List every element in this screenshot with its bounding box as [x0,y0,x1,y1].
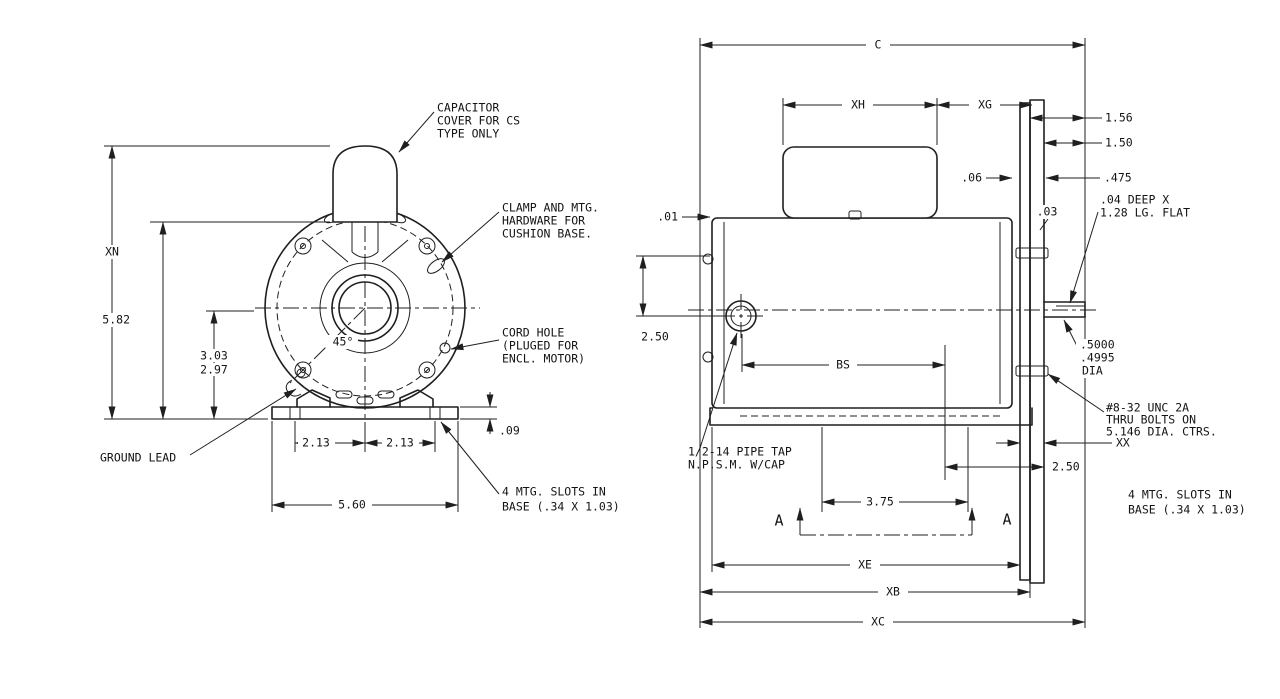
dim-1-56: 1.56 [1105,111,1133,125]
dim-0-03: .03 [1037,205,1058,219]
right-foot [399,389,434,408]
front-view-labels: XN 5.82 3.03 2.97 45° 2.13 2.13 5.60 .09… [90,101,620,514]
callout-thru-bolts-3: 5.146 DIA. CTRS. [1106,425,1217,439]
dim-xg: XG [978,98,992,112]
dim-0-06: .06 [961,171,982,185]
callout-shaft-flat-2: 1.28 LG. FLAT [1100,206,1190,220]
dim-xc: XC [871,615,885,629]
callout-pipe-tap-1: 1/2-14 PIPE TAP [688,445,792,459]
dim-bs: BS [836,358,850,372]
callout-thru-bolts-2: THRU BOLTS ON [1106,413,1196,427]
dim-0-01: .01 [657,210,678,224]
dim-slot-right: 2.13 [386,436,414,450]
dim-0-475: .475 [1104,171,1132,185]
mounting-flange-gasket [1019,102,1031,581]
callout-capacitor-1: CAPACITOR [437,101,499,115]
dim-xn: XN [105,245,119,259]
thru-bolt-lower [1015,365,1049,377]
dim-45-deg: 45° [333,335,354,349]
side-view-labels: C XH XG 1.56 1.50 .06 .475 .01 .03 .04 D… [641,38,1246,629]
callout-side-slots-2: BASE (.34 X 1.03) [1128,503,1246,517]
mounting-flange-plate [1029,99,1045,584]
dim-shaft-dia-2: .4995 [1080,351,1115,365]
dim-c: C [875,38,882,52]
callout-cord-1: CORD HOLE [502,326,564,340]
dim-xx: XX [1116,436,1130,450]
callout-ground-lead: GROUND LEAD [100,451,176,465]
callout-front-slots-1: 4 MTG. SLOTS IN [502,485,606,499]
base-side [709,407,1033,426]
bolt-circle-hidden [276,219,454,397]
capacitor-cover-front [332,145,398,223]
dim-3-75: 3.75 [866,495,894,509]
callout-capacitor-2: COVER FOR CS [437,114,520,128]
callout-cord-2: (PLUGED FOR [502,339,578,353]
thru-bolt-upper [1015,247,1049,259]
callout-pipe-tap-2: N.P.S.M. W/CAP [688,458,785,472]
left-foot [296,389,331,408]
base-plate-front [271,406,459,420]
callout-side-slots-1: 4 MTG. SLOTS IN [1128,488,1232,502]
dim-5-82: 5.82 [102,313,130,327]
dim-2-97: 2.97 [200,363,228,377]
dim-3-03: 3.03 [200,349,228,363]
clamp-hardware [427,258,445,274]
side-view-motor [688,99,1100,584]
dim-shaft-dia-1: .5000 [1080,338,1115,352]
capacitor-cover-side [782,146,938,219]
dim-xh: XH [851,98,865,112]
dim-xb: XB [886,585,900,599]
front-view-motor [255,145,480,436]
dim-2-50-lower: 2.50 [1052,460,1080,474]
dim-1-50: 1.50 [1105,136,1133,150]
callout-capacitor-3: TYPE ONLY [437,127,499,141]
callout-shaft-flat-1: .04 DEEP X [1100,193,1169,207]
dim-shaft-dia-3: DIA [1082,364,1103,378]
shaft-hub [331,274,399,342]
callout-clamp-3: CUSHION BASE. [502,227,592,241]
dim-base-width: 5.60 [338,498,366,512]
cord-hole [439,342,451,354]
dim-base-thickness: .09 [499,424,520,438]
dim-2-50-upper: 2.50 [641,330,669,344]
callout-cord-3: ENCL. MOTOR) [502,352,585,366]
section-marker-a-right: A [1002,511,1011,529]
callout-thru-bolts-1: #8-32 UNC 2A [1106,401,1189,415]
callout-clamp-1: CLAMP AND MTG. [502,201,599,215]
dim-xe: XE [858,558,872,572]
dim-slot-left: 2.13 [302,436,330,450]
section-marker-a-left: A [774,512,783,530]
callout-clamp-2: HARDWARE FOR [502,214,585,228]
callout-front-slots-2: BASE (.34 X 1.03) [502,500,620,514]
motor-body-side [711,217,1013,409]
